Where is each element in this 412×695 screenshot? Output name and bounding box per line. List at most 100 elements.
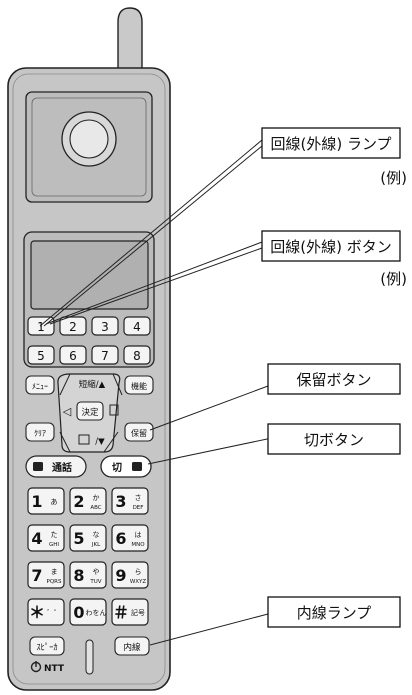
dial-key-10[interactable] [27, 598, 65, 626]
dial-key-kana: や [93, 568, 100, 576]
line-key-8[interactable] [123, 345, 151, 365]
line-lamp-label: 回線(外線) ランプ [270, 135, 391, 153]
cut-button-label: 切ボタン [304, 431, 364, 449]
dial-key-kana: ら [135, 568, 142, 576]
line-key-label: 5 [37, 349, 45, 363]
lcd-screen [30, 240, 149, 310]
phone-icon [33, 462, 43, 471]
line-key-label: 3 [101, 320, 109, 334]
dial-key-digit: 7 [31, 566, 42, 585]
line-button-label: 回線(外線) ボタン [270, 238, 391, 256]
dial-key-letters: PQRS [47, 579, 62, 585]
line-key-label: 7 [101, 349, 109, 363]
dial-key-9[interactable] [111, 561, 149, 589]
brand-logo: NTT [44, 664, 65, 674]
dial-keypad: 1 あ 2 か ABC 3 さ DEF 4 た GHI 5 な JKL 6 は MNO 7 ま PQRS 8 や TUV 9 ら… [27, 487, 149, 626]
dial-key-digit: 2 [73, 492, 84, 511]
speaker-button[interactable] [29, 636, 65, 656]
dial-key-11[interactable] [69, 598, 107, 626]
dial-key-digit: 4 [31, 529, 42, 548]
phonebook-icon [78, 434, 90, 445]
dial-key-digit: 1 [31, 492, 42, 511]
dial-key-kana: 記号 [131, 608, 145, 617]
dial-key-digit: 3 [115, 492, 126, 511]
line-key-4[interactable] [123, 316, 151, 336]
line-key-1[interactable] [27, 316, 55, 336]
line-key-2[interactable] [59, 316, 87, 336]
hold-label: 保留 [131, 428, 147, 438]
enter-button[interactable] [76, 401, 104, 421]
navigation-cluster: ﾒﾆｭｰ 機能 ｸﾘｱ 保留 短縮/▲ 決定 ◁ /▼ [25, 373, 154, 453]
dial-key-6[interactable] [111, 524, 149, 552]
leader-lines [39, 139, 273, 646]
intercom-button[interactable] [114, 636, 150, 656]
menu-label: ﾒﾆｭｰ [32, 382, 48, 391]
callout-cut-button: 切ボタン [267, 423, 401, 455]
talk-button[interactable] [25, 455, 87, 478]
dial-key-digit: ＃ [113, 603, 129, 622]
hold-button[interactable] [124, 422, 154, 442]
dial-key-kana: か [93, 494, 100, 502]
dial-key-letters: TUV [89, 579, 101, 585]
function-button[interactable] [124, 375, 154, 395]
dial-key-kana: ゛゜ [47, 609, 61, 617]
dial-key-letters: GHI [49, 542, 59, 548]
dial-key-kana: ま [51, 568, 58, 576]
right-window-icon [109, 404, 119, 416]
dial-key-kana: さ [135, 494, 142, 502]
dial-key-kana: わをん [86, 609, 107, 617]
line-key-6[interactable] [59, 345, 87, 365]
dial-key-kana: は [135, 531, 142, 539]
dial-key-digit: 9 [115, 566, 126, 585]
callout-line-button: 回線(外線) ボタン (例) [261, 230, 407, 288]
dial-key-kana: な [93, 531, 100, 539]
cut-button[interactable] [100, 455, 152, 478]
dial-key-letters: DEF [133, 505, 144, 511]
intercom-label: 内線 [123, 642, 141, 653]
cut-label: 切 [112, 462, 122, 474]
dial-key-digit: 5 [73, 529, 84, 548]
callout-line-lamp: 回線(外線) ランプ (例) [261, 127, 407, 187]
dial-key-1[interactable] [27, 487, 65, 515]
left-arrow-icon: ◁ [63, 405, 72, 418]
antenna [117, 7, 143, 83]
line-key-label: 2 [69, 320, 77, 334]
line-key-label: 8 [133, 349, 141, 363]
dial-key-digit: ＊ [29, 603, 45, 622]
phone-hangup-icon [132, 462, 142, 471]
clear-label: ｸﾘｱ [34, 429, 46, 438]
talk-label: 通話 [52, 461, 72, 474]
line-lamp-example: (例) [380, 169, 407, 187]
dial-key-kana: た [51, 531, 58, 539]
line-key-3[interactable] [91, 316, 119, 336]
callout-hold-button: 保留ボタン [267, 363, 401, 395]
dial-key-digit: 8 [73, 566, 84, 585]
dial-key-8[interactable] [69, 561, 107, 589]
dial-key-letters: WXYZ [130, 579, 147, 585]
dial-key-12[interactable] [111, 598, 149, 626]
clear-button[interactable] [25, 422, 55, 442]
menu-button[interactable] [25, 375, 55, 395]
line-key-5[interactable] [27, 345, 55, 365]
line-key-label: 6 [69, 349, 77, 363]
dial-key-letters: MNO [131, 542, 145, 548]
dial-key-7[interactable] [27, 561, 65, 589]
dial-key-letters: ABC [90, 505, 101, 511]
callout-intercom-lamp: 内線ランプ [267, 596, 401, 628]
dial-key-3[interactable] [111, 487, 149, 515]
dial-key-digit: 6 [115, 529, 126, 548]
dial-key-4[interactable] [27, 524, 65, 552]
dial-key-kana: あ [51, 498, 58, 506]
dial-key-digit: 0 [73, 603, 84, 622]
line-button-example: (例) [380, 270, 407, 288]
dial-key-5[interactable] [69, 524, 107, 552]
hold-button-label: 保留ボタン [296, 371, 371, 389]
dial-key-letters: JKL [91, 542, 101, 548]
line-key-7[interactable] [91, 345, 119, 365]
line-key-label: 4 [133, 320, 141, 334]
enter-label: 決定 [81, 407, 99, 418]
dial-key-2[interactable] [69, 487, 107, 515]
intercom-lamp-label: 内線ランプ [297, 604, 372, 622]
